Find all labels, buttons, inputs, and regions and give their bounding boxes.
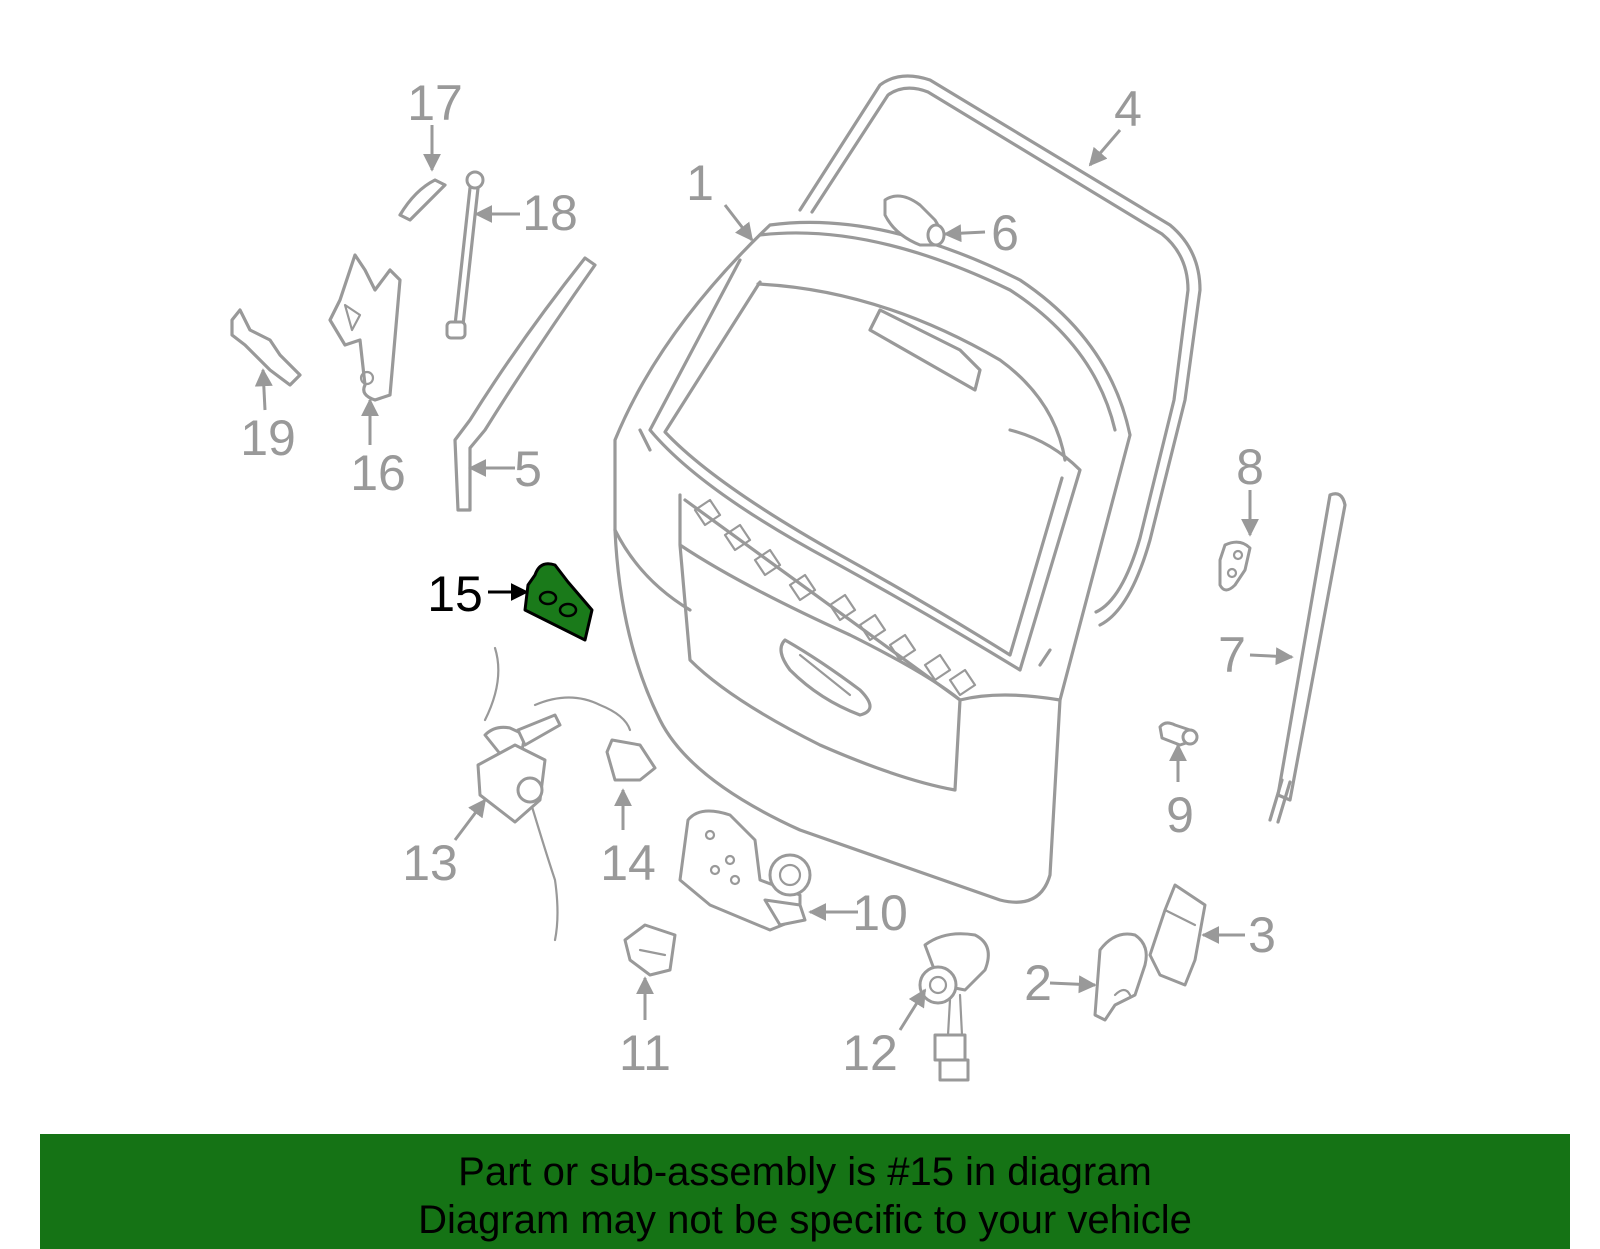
part-18-rod [445,170,485,340]
part-4-weatherstrip [798,74,1202,627]
callout-10: 10 [852,885,908,941]
callout-13: 13 [402,835,458,891]
leader-lines [254,125,1294,1031]
callout-labels: 1 2 3 4 5 6 7 8 9 10 11 12 13 14 15 16 1… [240,75,1276,1081]
part-1-liftgate [613,220,1132,904]
callout-3: 3 [1248,907,1276,963]
callout-5: 5 [514,441,542,497]
part-11 [623,923,677,977]
callout-9: 9 [1166,787,1194,843]
banner-line-2: Diagram may not be specific to your vehi… [418,1198,1192,1242]
banner-line-1: Part or sub-assembly is #15 in diagram [458,1150,1152,1194]
part-17 [398,178,447,222]
part-3 [1148,883,1207,987]
callout-12: 12 [842,1025,898,1081]
part-15-highlighted [523,562,594,642]
callout-17: 17 [407,75,463,131]
part-16-bracket [328,253,402,402]
callout-16: 16 [350,445,406,501]
callout-18: 18 [522,185,578,241]
info-banner: Part or sub-assembly is #15 in diagram D… [40,1134,1570,1249]
parts-diagram: 1 2 3 4 5 6 7 8 9 10 11 12 13 14 15 16 1… [230,74,1347,1082]
part-6 [883,194,946,247]
callout-8: 8 [1236,439,1264,495]
part-14 [605,738,657,782]
callout-15: 15 [427,566,483,622]
callout-4: 4 [1114,81,1142,137]
callout-11: 11 [619,1025,671,1081]
callout-14: 14 [600,835,656,891]
callout-2: 2 [1024,955,1052,1011]
part-19 [230,308,302,387]
part-7-strut [1268,492,1347,824]
part-5-trim [453,256,597,512]
part-10-latch [678,809,812,932]
part-2-striker [1093,932,1148,1022]
callout-6: 6 [991,205,1019,261]
part-12-motor [918,932,990,1082]
callout-1: 1 [686,155,714,211]
callout-7: 7 [1218,627,1246,683]
part-8 [1218,540,1252,592]
callout-19: 19 [240,410,296,466]
part-13-latch [476,646,632,942]
part-9 [1158,721,1199,747]
